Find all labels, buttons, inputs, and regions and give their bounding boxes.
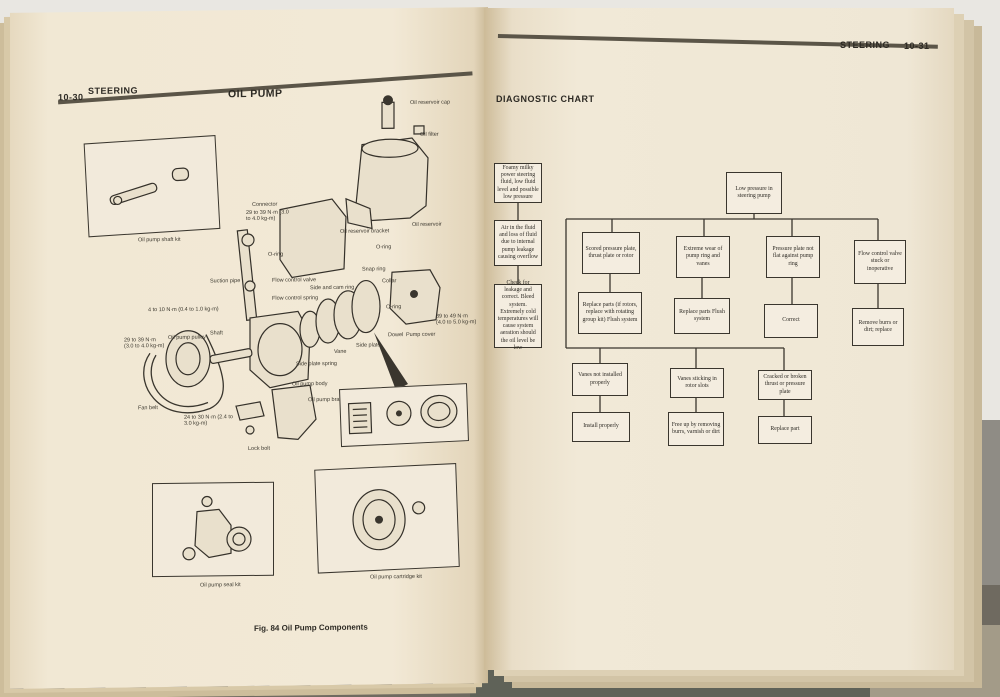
shaft-kit-drawing	[109, 167, 190, 206]
diagnostic-chart-title: DIAGNOSTIC CHART	[496, 94, 595, 104]
label-oil-reservoir-cap: Oil reservoir cap	[410, 99, 451, 107]
label-oil-reservoir: Oil reservoir	[412, 221, 442, 229]
label-suction-pipe: Suction pipe	[210, 278, 241, 285]
left-page: 10-30 STEERING OIL PUMP Oil pump shaft k…	[10, 7, 488, 689]
note-box-3: Check for leakage and correct. Bleed sys…	[494, 280, 542, 351]
note-box-1: Foamy milky power steering fluid, low fl…	[494, 163, 542, 203]
label-side-plate: Side plate	[356, 342, 381, 349]
seal-kit-drawing	[182, 495, 252, 561]
label-oil-pump-cartridge-kit: Oil pump cartridge kit	[370, 573, 422, 581]
cause-box-3: Pressure plate not flat against pump rin…	[766, 236, 820, 278]
oil-pump-exploded-view	[143, 95, 441, 441]
label-oil-pump-body: Oil pump body	[292, 381, 328, 388]
seal-kit-inset	[152, 481, 274, 578]
remedy2-box-2: Free up by removing burrs, varnish or di…	[668, 412, 724, 446]
cartridge-detail-drawing	[347, 394, 458, 435]
label-flow-control-spring: Flow control spring	[272, 295, 319, 302]
label-o-ring-1: O-ring	[268, 251, 284, 258]
remedy-box-1: Replace parts (if rotors, replace with r…	[578, 292, 642, 334]
label-connector: Connector	[252, 201, 278, 208]
right-section-title: STEERING	[840, 40, 891, 50]
cartridge-kit-inset	[314, 463, 460, 574]
label-flow-control-valve: Flow control valve	[272, 277, 317, 284]
note-box-2: Air in the fluid and loss of fluid due t…	[494, 220, 542, 266]
label-snap-ring: Snap ring	[362, 266, 386, 273]
label-torque-3: 39 to 49 N·m (4.0 to 5.0 kg-m)	[436, 313, 477, 326]
cause-box-4: Flow control valve stuck or inoperative	[854, 240, 906, 284]
label-oil-reservoir-bracket: Oil reservoir bracket	[340, 228, 390, 235]
figure-caption: Fig. 84 Oil Pump Components	[254, 622, 368, 633]
cause2-box-3: Cracked or broken thrust or pressure pla…	[758, 370, 812, 400]
label-lock-bolt: Lock bolt	[248, 445, 271, 453]
remedy-box-4: Remove burrs or dirt; replace	[852, 308, 904, 346]
label-collar: Collar	[382, 278, 397, 285]
cause2-box-1: Vanes not installed properly	[572, 363, 628, 396]
cause2-box-2: Vanes sticking in rotor slots	[670, 368, 724, 398]
label-torque-1: 29 to 39 N·m (3.0 to 4.0 kg-m)	[246, 209, 289, 223]
label-side-plate-spring: Side plate spring	[296, 360, 337, 368]
cause-box-1: Scored pressure plate, thrust plate or r…	[582, 232, 640, 274]
label-oil-filter: Oil filter	[420, 131, 439, 138]
right-page: STEERING 10-31 DIAGNOSTIC CHART Foamy mi…	[484, 8, 954, 670]
remedy2-box-1: Install properly	[572, 412, 630, 442]
root-box: Low pressure in steering pump	[726, 172, 782, 214]
label-torque-2: 4 to 10 N·m (0.4 to 1.0 kg-m)	[148, 306, 219, 314]
label-pump-cover: Pump cover	[406, 331, 436, 339]
label-oil-pump-pulley: Oil pump pulley	[168, 334, 206, 341]
label-torque-5: 24 to 30 N·m (2.4 to 3.0 kg-m)	[184, 414, 233, 427]
cause-box-2: Extreme wear of pump ring and vanes	[676, 236, 730, 278]
remedy-box-2: Replace parts Flush system	[674, 298, 730, 334]
remedy2-box-3: Replace part	[758, 416, 812, 444]
right-page-number: 10-31	[904, 41, 930, 51]
cartridge-kit-drawing	[352, 489, 426, 551]
label-torque-4: 29 to 39 N·m (3.0 to 4.0 kg-m)	[124, 337, 165, 350]
label-side-and-cam-ring: Side and cam ring	[310, 284, 355, 292]
label-o-ring-2: O-ring	[376, 244, 392, 251]
label-dowel: Dowel	[388, 332, 404, 339]
label-oil-pump-seal-kit: Oil pump seal kit	[200, 582, 241, 589]
label-shaft: Shaft	[210, 330, 223, 337]
label-vane: Vane	[334, 348, 347, 355]
label-fan-belt: Fan belt	[138, 405, 158, 412]
label-o-ring-3: O-ring	[386, 304, 402, 311]
remedy-box-3: Correct	[764, 304, 818, 338]
shaft-kit-inset	[83, 135, 221, 238]
flowchart-connectors	[517, 203, 879, 416]
cartridge-detail-inset	[339, 383, 469, 448]
